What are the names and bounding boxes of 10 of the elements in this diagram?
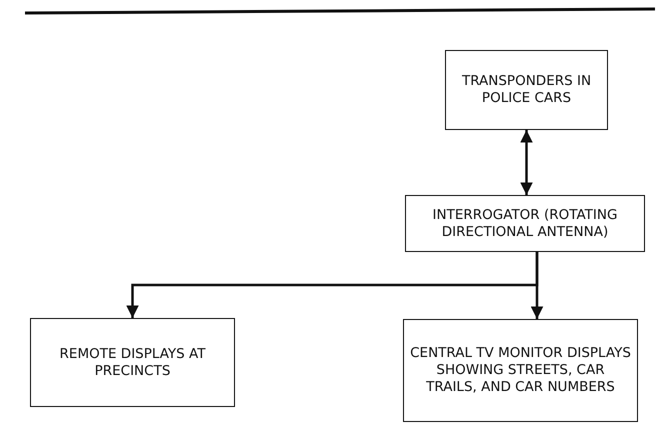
- process-box: [405, 195, 645, 252]
- box-label: CENTRAL TV MONITOR DISPLAYS SHOWING STREETS, CAR TRAILS, AND CAR NUMBERS: [410, 345, 631, 396]
- box-label: INTERROGATOR (ROTATING DIRECTIONAL ANTENNA): [432, 206, 618, 240]
- box-label: REMOTE DISPLAYS AT PRECINCTS: [58, 346, 206, 380]
- arrow: [520, 130, 533, 195]
- process-box: [445, 50, 608, 130]
- arrow: [530, 252, 544, 319]
- process-box: [30, 318, 235, 407]
- box-label: TRANSPONDERS IN POLICE CARS: [460, 73, 592, 107]
- process-box: [403, 319, 638, 422]
